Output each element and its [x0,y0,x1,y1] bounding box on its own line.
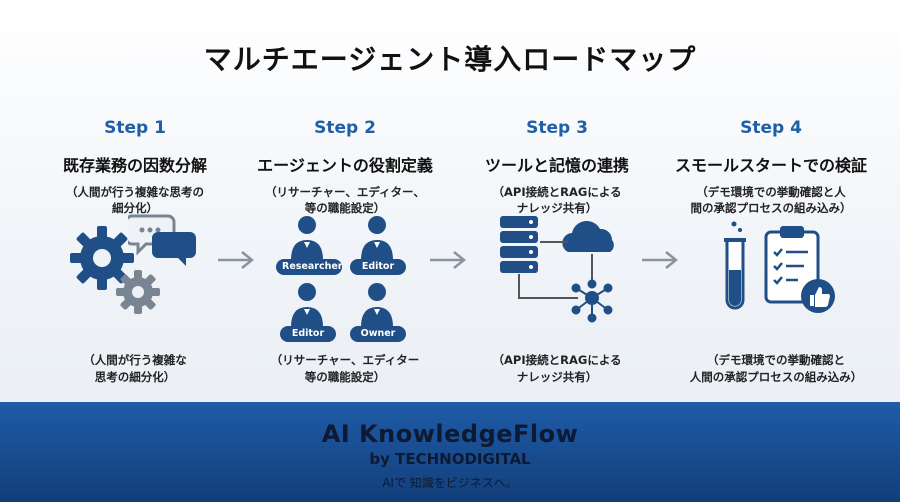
step-title: ツールと記憶の連携 [484,156,629,175]
step-description-line: 間の承認プロセスの組み込み） [690,201,852,215]
step-description-line: （デモ環境での挙動確認と人 [696,185,846,199]
step-4-bottom-description: （デモ環境での挙動確認と 人間の承認プロセスの組み込み） [660,352,892,386]
checklist-icon [764,226,820,304]
step-description-line: 等の職能設定） [304,201,386,215]
step-1: Step 1 既存業務の因数分解 （人間が行う複雑な思考の 細分化） [30,118,240,216]
step-4: Step 4 スモールスタートでの検証 （デモ環境での挙動確認と人 間の承認プロ… [666,118,876,216]
bottom-description-line: 等の職能設定） [304,370,386,384]
step-label: Step 2 [314,118,376,138]
step-title: エージェントの役割定義 [257,156,433,175]
step-description: （リサーチャー、エディター、 等の職能設定） [240,184,450,216]
cloud-icon [562,220,614,252]
page-title: マルチエージェント導入ロードマップ [203,43,697,76]
role-tag: Editor [350,259,406,275]
step-1-illustration [70,210,200,320]
step-description: （デモ環境での挙動確認と人 間の承認プロセスの組み込み） [666,184,876,216]
network-icon [571,279,613,323]
step-description-line: （人間が行う複雑な思考の [66,185,204,199]
step-description-line: （リサーチャー、エディター、 [265,185,425,199]
brand-byline: by TECHNODIGITAL [369,450,531,468]
step-description: （人間が行う複雑な思考の 細分化） [30,184,240,216]
step-2-bottom-description: （リサーチャー、エディター 等の職能設定） [235,352,455,386]
step-3-illustration [492,212,632,332]
bottom-description-line: （API接続とRAGによる [492,353,622,367]
step-title: 既存業務の因数分解 [62,156,207,175]
step-2-illustration: Researcher Editor Editor Owner [274,212,414,342]
arrow-right-icon [642,251,679,269]
step-1-bottom-description: （人間が行う複雑な 思考の細分化） [25,352,245,386]
footer-banner: AI KnowledgeFlow by TECHNODIGITAL AIで 知識… [0,402,900,502]
chat-bubbles-icon [128,214,196,266]
gear-icon [70,226,160,314]
step-label: Step 4 [740,118,802,138]
step-3: Step 3 ツールと記憶の連携 （API接続とRAGによる ナレッジ共有） [452,118,662,216]
step-3-bottom-description: （API接続とRAGによる ナレッジ共有） [447,352,667,386]
step-label: Step 3 [526,118,588,138]
step-2: Step 2 エージェントの役割定義 （リサーチャー、エディター、 等の職能設定… [240,118,450,216]
step-label: Step 1 [104,118,166,138]
step-description-line: （API接続とRAGによる [492,185,622,199]
role-tag: Editor [280,326,336,342]
database-icon [500,216,538,273]
role-tag: Owner [350,326,406,342]
step-description-line: 細分化） [112,201,158,215]
person-icon [291,216,393,327]
brand-name: AI KnowledgeFlow [321,420,579,448]
arrow-right-icon [218,251,255,269]
step-description: （API接続とRAGによる ナレッジ共有） [452,184,662,216]
role-tag: Researcher [276,259,342,275]
bottom-description-line: 思考の細分化） [94,370,176,384]
test-tube-icon [724,221,746,310]
tagline: AIで 知識をビジネスへ。 [382,476,518,490]
bottom-description-line: （リサーチャー、エディター [270,353,420,367]
bottom-description-line: ナレッジ共有） [516,370,598,384]
thumbs-up-icon [801,279,835,313]
arrow-right-icon [430,251,467,269]
test-tube-checklist-illustration [724,221,835,313]
step-description-line: ナレッジ共有） [516,201,598,215]
step-4-illustration [718,218,848,328]
bottom-description-line: 人間の承認プロセスの組み込み） [689,370,863,384]
step-title: スモールスタートでの検証 [674,156,867,175]
database-cloud-network-illustration [500,216,614,323]
bottom-description-line: （デモ環境での挙動確認と [707,353,845,367]
bottom-description-line: （人間が行う複雑な [83,353,187,367]
